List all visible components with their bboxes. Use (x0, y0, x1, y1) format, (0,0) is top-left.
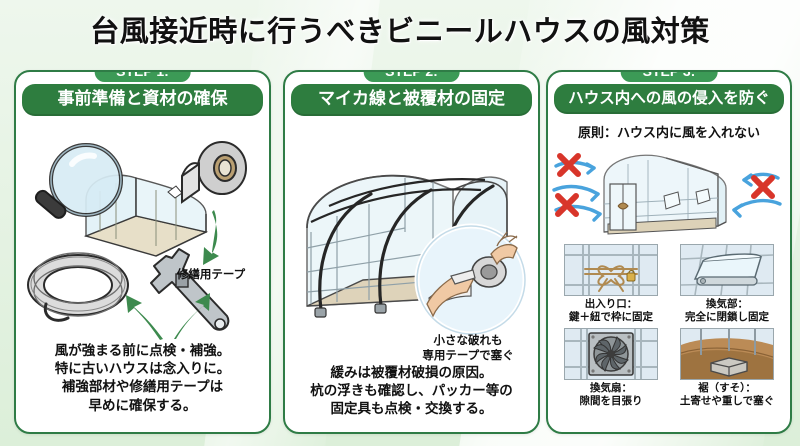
step-3-item-grid: 出入り口： 鍵＋紐で枠に固定 換気部： 完全に閉鎖し固定 (556, 244, 782, 409)
arrow-icon (126, 210, 219, 340)
wire-coil-icon (27, 252, 129, 322)
step-3-illustration (548, 144, 790, 244)
step-1-heading: 事前準備と資材の確保 (22, 84, 263, 116)
step-1-chip: STEP 1: (92, 72, 193, 84)
step-2-inline-caption: 小さな破れも 専用テープで塞ぐ (422, 335, 514, 362)
step-1-illustration (16, 128, 269, 343)
step-2-chip: STEP 2: (361, 72, 462, 84)
vent-window-closed-icon (680, 244, 774, 296)
step-3-principle: 原則：ハウス内に風を入れない (577, 125, 760, 140)
door-rope-lock-icon (564, 244, 658, 296)
repair-tape-label: 修繕用テープ (176, 269, 246, 281)
step-3-item-caption: 換気部： 完全に閉鎖し固定 (685, 298, 769, 324)
hands-tape-inset-icon (414, 223, 528, 337)
panel-step-1: STEP 1: 事前準備と資材の確保 (14, 70, 271, 434)
wrench-icon (150, 248, 230, 331)
step-3-item: 裾（すそ）： 土寄せや重しで塞ぐ (672, 328, 782, 408)
step-3-chip: STEP 3: (618, 72, 720, 84)
step-2-note: 緩みは被覆材破損の原因。 杭の浮きも確認し、パッカー等の 固定具も点検・交換する… (310, 365, 513, 417)
magnifier-icon (34, 143, 123, 219)
step-2-illustration (285, 120, 538, 350)
step-3-item: 換気扇： 隙間を目張り (556, 328, 666, 408)
exhaust-fan-icon (564, 328, 658, 381)
panel-step-2: STEP 2: マイカ線と被覆材の固定 (283, 70, 540, 434)
step-3-heading: ハウス内への風の侵入を防ぐ (554, 84, 784, 115)
step-3-item-caption: 換気扇： 隙間を目張り (579, 382, 643, 408)
step-3-item: 出入り口： 鍵＋紐で枠に固定 (556, 244, 666, 324)
soil-weight-icon (680, 328, 774, 381)
page-title: 台風接近時に行うべきビニールハウスの風対策 (90, 16, 710, 48)
panel-step-3: STEP 3: ハウス内への風の侵入を防ぐ 原則：ハウス内に風を入れない (546, 70, 792, 434)
greenhouse-wind-icon (603, 154, 727, 235)
step-2-heading: マイカ線と被覆材の固定 (291, 84, 532, 116)
red-x-icon (555, 153, 775, 217)
step-3-item-caption: 出入り口： 鍵＋紐で枠に固定 (569, 298, 653, 324)
step-3-item-caption: 裾（すそ）： 土寄せや重しで塞ぐ (679, 382, 775, 408)
step-3-item: 換気部： 完全に閉鎖し固定 (672, 244, 782, 324)
tape-roll-icon (181, 141, 247, 204)
step-1-note: 風が強まる前に点検・補強。 特に古いハウスは念入りに。 補強部材や修繕用テープは… (54, 343, 231, 413)
